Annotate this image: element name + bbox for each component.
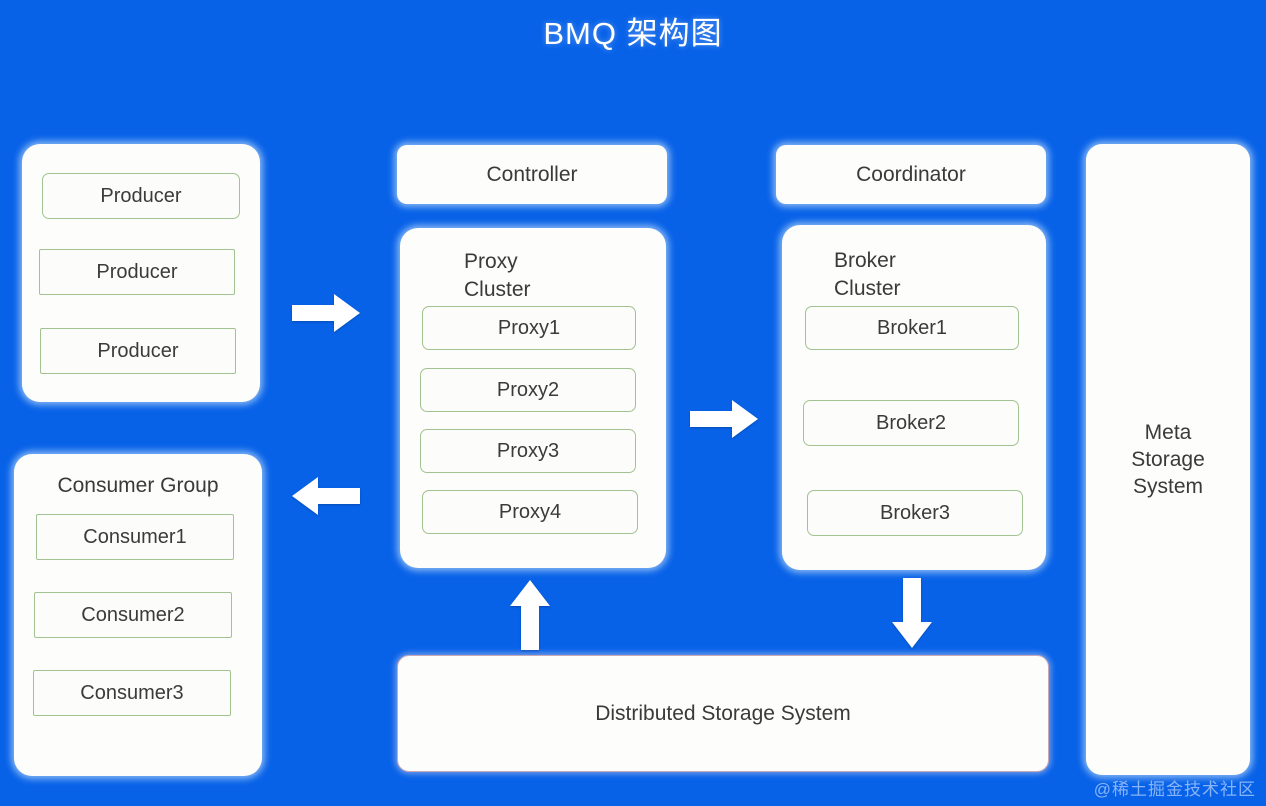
coordinator-box[interactable]: Coordinator [776, 145, 1046, 204]
broker-item-3-label: Broker3 [879, 501, 951, 524]
producer-item-3[interactable]: Producer [40, 328, 236, 374]
arrow-proxy-to-broker-icon [690, 400, 758, 438]
proxy-item-1[interactable]: Proxy1 [422, 306, 636, 350]
controller-box[interactable]: Controller [397, 145, 667, 204]
producer-item-2-label: Producer [96, 260, 178, 283]
proxy-item-4[interactable]: Proxy4 [422, 490, 638, 534]
producer-item-1[interactable]: Producer [42, 173, 240, 219]
controller-label: Controller [486, 163, 578, 186]
consumer-item-2-label: Consumer2 [81, 603, 185, 626]
broker-item-2[interactable]: Broker2 [803, 400, 1019, 446]
producer-item-2[interactable]: Producer [39, 249, 235, 295]
proxy-item-4-label: Proxy4 [498, 500, 562, 523]
page-title: BMQ 架构图 [543, 16, 723, 51]
consumer-group-heading: Consumer Group [57, 474, 219, 497]
broker-cluster-panel: Broker Cluster Broker1 Broker2 Broker3 [782, 225, 1046, 570]
consumer-item-1-label: Consumer1 [83, 525, 187, 548]
broker-cluster-heading: Broker Cluster [834, 249, 901, 300]
watermark: @稀土掘金技术社区 [1093, 780, 1256, 799]
arrow-producer-to-proxy-icon [292, 294, 360, 332]
distributed-storage-system-label: Distributed Storage System [595, 702, 851, 725]
consumer-item-1[interactable]: Consumer1 [36, 514, 234, 560]
arrow-storage-to-proxy-icon [510, 580, 550, 650]
consumer-item-3-label: Consumer3 [80, 681, 184, 704]
proxy-item-3[interactable]: Proxy3 [420, 429, 636, 473]
broker-item-2-label: Broker2 [875, 411, 947, 434]
proxy-item-3-label: Proxy3 [496, 439, 560, 462]
proxy-item-2-label: Proxy2 [496, 378, 560, 401]
broker-item-1-label: Broker1 [876, 316, 948, 339]
consumer-item-3[interactable]: Consumer3 [33, 670, 231, 716]
proxy-item-2[interactable]: Proxy2 [420, 368, 636, 412]
coordinator-label: Coordinator [856, 163, 966, 186]
producer-item-3-label: Producer [97, 339, 179, 362]
producer-group-panel: Producer Producer Producer [22, 144, 260, 402]
meta-storage-system-box[interactable]: Meta Storage System [1086, 144, 1250, 775]
distributed-storage-system-box[interactable]: Distributed Storage System [397, 655, 1049, 772]
consumer-group-panel: Consumer Group Consumer1 Consumer2 Consu… [14, 454, 262, 776]
arrow-broker-to-storage-icon [892, 578, 932, 648]
proxy-cluster-heading: Proxy Cluster [464, 250, 531, 301]
broker-item-3[interactable]: Broker3 [807, 490, 1023, 536]
proxy-cluster-panel: Proxy Cluster Proxy1 Proxy2 Proxy3 Proxy… [400, 228, 666, 568]
proxy-item-1-label: Proxy1 [497, 316, 561, 339]
meta-storage-system-label: Meta Storage System [1131, 421, 1205, 498]
broker-item-1[interactable]: Broker1 [805, 306, 1019, 350]
consumer-item-2[interactable]: Consumer2 [34, 592, 232, 638]
arrow-proxy-to-consumer-icon [292, 477, 360, 515]
producer-item-1-label: Producer [100, 184, 182, 207]
